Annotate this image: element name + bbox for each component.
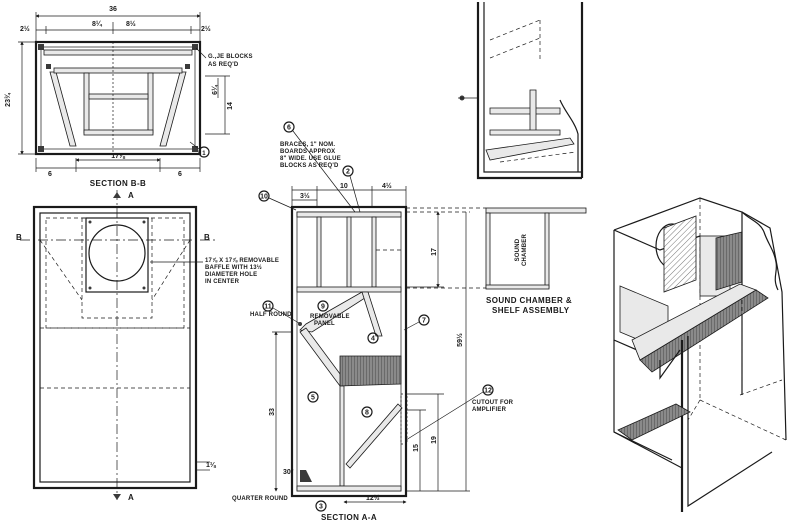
section-bb-labels: 36 2½ 8¼ 8½ 2½ 23¾ 6¼ 14 17⅞ 6 6 SECTION… (4, 6, 253, 188)
dim-bottom-left: 6 (48, 171, 52, 178)
dim-top-right: 2½ (201, 25, 211, 33)
note-cutout-2: AMPLIFIER (472, 407, 507, 413)
callout-circle-2 (342, 165, 354, 177)
dim-aa-bottom: 12½ (366, 494, 380, 502)
section-bb (18, 12, 230, 172)
note-removable-1: REMOVABLE (310, 314, 350, 320)
callout-2: 2 (346, 169, 350, 176)
section-aa-labels: 10 2 9 11 4 7 5 8 12 3 6 3½ 10 4½ 17 59½… (232, 125, 514, 523)
sound-chamber-inner-2: CHAMBER (522, 234, 528, 267)
callout-6: 6 (287, 125, 291, 132)
dim-aa-upper-height: 17 (431, 248, 438, 256)
side-detail (458, 2, 584, 180)
dim-inner-upper: 6¼ (211, 84, 219, 95)
mark-a-top: A (128, 191, 134, 200)
note-glue-blocks-2: AS REQ'D (208, 62, 239, 68)
dim-top-left: 2½ (20, 25, 30, 33)
callout-circle-6 (283, 121, 295, 133)
dim-bottom-span: 17⅞ (111, 153, 126, 160)
dim-aa-lower-left: 33 (269, 408, 276, 416)
callout-circle-3 (315, 500, 327, 512)
sound-chamber-labels: SOUND CHAMBER SOUND CHAMBER & SHELF ASSE… (486, 234, 572, 315)
section-bb-title: SECTION B-B (90, 179, 146, 188)
callout-3: 3 (319, 504, 323, 511)
dim-height: 23¾ (4, 92, 12, 107)
callout-4: 4 (371, 336, 375, 343)
mark-b-left: B (16, 233, 22, 242)
callout-10: 10 (260, 194, 268, 201)
dim-aa-top-right: 4½ (382, 182, 392, 190)
mark-b-right: B (204, 233, 210, 242)
note-braces-3: 8" WIDE. USE GLUE (280, 156, 341, 162)
callout-circle-4 (367, 332, 379, 344)
callout-circle-10 (258, 190, 270, 202)
section-aa-title: SECTION A-A (321, 513, 377, 522)
note-braces-1: BRACES, 1" NOM. (280, 142, 335, 148)
callout-7: 7 (422, 318, 426, 325)
callout-circle-12 (482, 384, 494, 396)
callout-12: 12 (484, 388, 492, 395)
dim-overall-width: 36 (109, 6, 117, 13)
dim-aa-lower-right-b: 15 (413, 444, 420, 452)
note-half-round: HALF ROUND (250, 312, 292, 318)
callout-circle-9 (317, 300, 329, 312)
front-view-labels: A A B B 17⅞ X 17⅞ REMOVABLE BAFFLE WITH … (16, 191, 279, 502)
note-glue-blocks-1: G.,JE BLOCKS (208, 54, 253, 60)
dim-top-mid-right: 8½ (126, 20, 136, 28)
dim-inner-height: 14 (227, 102, 234, 110)
callout-11: 11 (264, 304, 272, 311)
callout-8: 8 (365, 410, 369, 417)
dim-bottom-right: 6 (178, 171, 182, 178)
sound-chamber-caption-2: SHELF ASSEMBLY (492, 306, 570, 315)
note-removable-2: PANEL (314, 321, 335, 327)
note-cutout-1: CUTOUT FOR (472, 400, 514, 406)
callout-circle-7 (418, 314, 430, 326)
note-baffle-4: IN CENTER (205, 279, 240, 285)
sound-chamber-caption-1: SOUND CHAMBER & (486, 296, 572, 305)
dim-aa-lower-right-a: 19 (431, 436, 438, 444)
front-view (20, 190, 215, 500)
dim-aa-overall-height: 59½ (456, 333, 464, 347)
callout-circle-5 (307, 391, 319, 403)
sound-chamber-inner-1: SOUND (515, 238, 521, 261)
dim-top-mid-left: 8¼ (92, 20, 103, 28)
sound-chamber-assembly (406, 207, 587, 290)
callout-5: 5 (311, 395, 315, 402)
isometric-view (613, 197, 787, 512)
note-braces-2: BOARDS APPROX (280, 149, 335, 155)
note-quarter-round: QUARTER ROUND (232, 496, 288, 502)
section-aa (258, 121, 494, 512)
note-baffle-3: DIAMETER HOLE (205, 272, 257, 278)
dim-aa-top-left: 3½ (300, 192, 310, 200)
dim-aa-angle: 30° (283, 468, 294, 476)
note-braces-4: BLOCKS AS REQ'D (280, 163, 339, 169)
callout-1: 1 (202, 151, 206, 157)
callout-circle-8 (361, 406, 373, 418)
mark-a-bottom: A (128, 493, 134, 502)
callout-9: 9 (321, 304, 325, 311)
note-baffle-2: BAFFLE WITH 13½ (205, 264, 262, 271)
callout-circle-11 (262, 300, 274, 312)
dim-aa-top-span: 10 (340, 183, 348, 190)
note-baffle-1: 17⅞ X 17⅞ REMOVABLE (205, 258, 279, 264)
dim-front-side: 1⅛ (206, 462, 217, 469)
